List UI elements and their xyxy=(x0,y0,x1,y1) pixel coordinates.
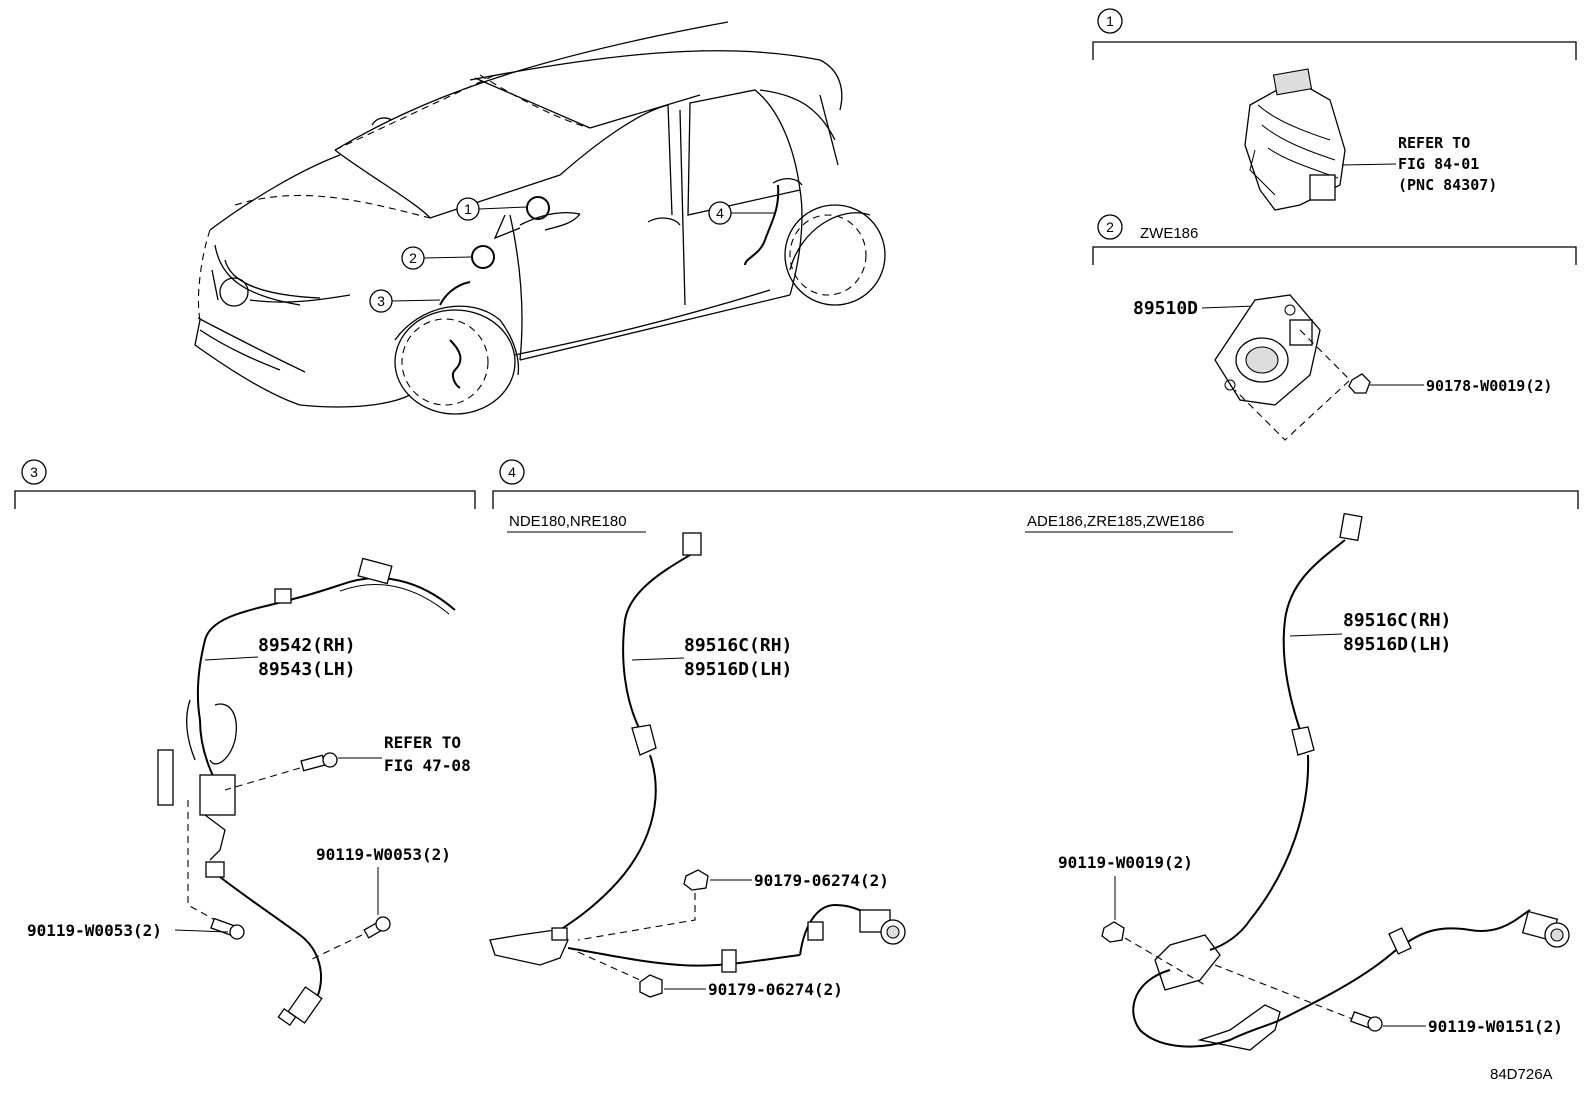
callout-2: 2 xyxy=(409,250,417,266)
section-1-refer-line-2: FIG 84-01 xyxy=(1398,155,1479,173)
section-3-bolt-upper-label: 90119-W0053(2) xyxy=(316,845,451,864)
callout-1: 1 xyxy=(464,201,472,217)
callout-4: 4 xyxy=(716,205,724,221)
section-3-part-lh: 89543(LH) xyxy=(258,659,356,680)
section-1-refer-line-3: (PNC 84307) xyxy=(1398,176,1497,194)
section-4a-part-rh: 89516C(RH) xyxy=(684,635,792,656)
section-1-refer-line-1: REFER TO xyxy=(1398,134,1470,152)
car-overview-illustration xyxy=(194,21,886,415)
section-4a-clip-upper-label: 90179-06274(2) xyxy=(754,871,889,890)
section-2: 2 ZWE186 89510D 90178-W0019(2) xyxy=(1092,214,1577,441)
bolt-90119-lower-icon xyxy=(210,917,245,940)
section-3-part-rh: 89542(RH) xyxy=(258,635,356,656)
rear-abs-sensor-wire-4a-illustration xyxy=(489,532,906,973)
bolt-90119-w0151-icon xyxy=(1350,1011,1383,1032)
section-4a-models: NDE180,NRE180 xyxy=(509,513,627,530)
figure-code: 84D726A xyxy=(1490,1066,1553,1083)
bolt-90178-icon xyxy=(1348,373,1371,394)
section-4b-part-rh: 89516C(RH) xyxy=(1343,610,1451,631)
section-4b-bolt-left-label: 90119-W0019(2) xyxy=(1058,853,1193,872)
section-4b-part-lh: 89516D(LH) xyxy=(1343,634,1451,655)
callout-3: 3 xyxy=(377,293,385,309)
section-2-model: ZWE186 xyxy=(1140,225,1198,242)
bolt-90119-upper-icon xyxy=(363,916,391,939)
section-4b-bolt-right-label: 90119-W0151(2) xyxy=(1428,1017,1563,1036)
section-4a-part-lh: 89516D(LH) xyxy=(684,659,792,680)
section-4b: ADE186,ZRE185,ZWE186 89516C(RH) 89516D(L… xyxy=(1025,512,1570,1051)
spiral-cable-illustration xyxy=(1244,68,1346,211)
section-1-number: 1 xyxy=(1106,13,1114,29)
section-4-number: 4 xyxy=(508,464,516,480)
clip-90179-upper-icon xyxy=(683,869,709,891)
section-3-number: 3 xyxy=(30,464,38,480)
section-3-bolt-lower-label: 90119-W0053(2) xyxy=(27,921,162,940)
section-2-part-number: 89510D xyxy=(1133,298,1198,319)
section-4a-clip-lower-label: 90179-06274(2) xyxy=(708,980,843,999)
section-4b-models: ADE186,ZRE185,ZWE186 xyxy=(1027,513,1205,530)
rear-abs-sensor-wire-4b-illustration xyxy=(1132,512,1570,1051)
car-callouts: 1 2 3 4 xyxy=(369,197,775,313)
section-4: 4 xyxy=(492,459,1579,509)
section-3: 3 89542(RH) 89543(LH) REFE xyxy=(14,459,476,1027)
section-3-refer-line-1: REFER TO xyxy=(384,733,461,752)
front-abs-sensor-wire-illustration xyxy=(157,557,456,1027)
bolt-90119-w0019-icon xyxy=(1101,921,1125,943)
yaw-rate-sensor-illustration xyxy=(1214,294,1321,406)
section-1: 1 REFER TO FIG 84-01 (PNC 84307) xyxy=(1092,8,1577,211)
section-3-refer-line-2: FIG 47-08 xyxy=(384,756,471,775)
clip-90179-lower-icon xyxy=(639,974,663,998)
section-2-number: 2 xyxy=(1106,219,1114,235)
bolt-refer-icon xyxy=(300,752,338,772)
section-2-bolt-label: 90178-W0019(2) xyxy=(1426,377,1552,395)
section-4a: NDE180,NRE180 89516C(RH) 89516D(LH) 9017… xyxy=(489,513,906,999)
